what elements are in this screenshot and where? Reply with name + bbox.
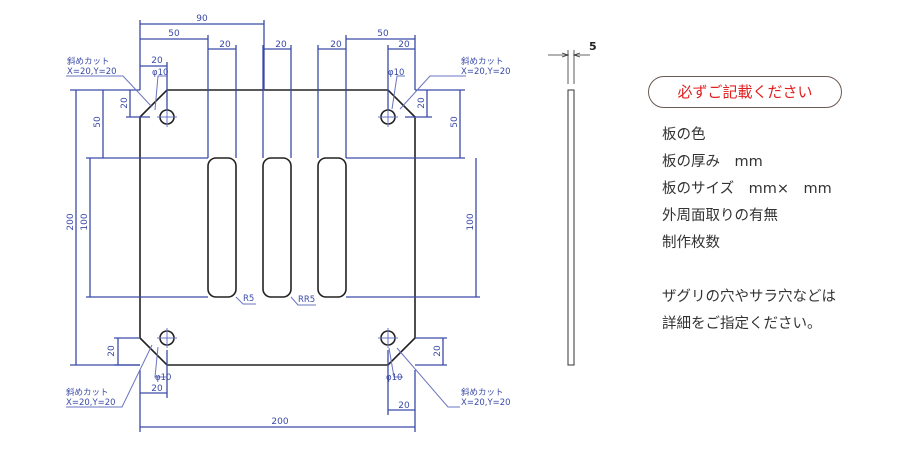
dim-top-50-right: 50 <box>377 29 389 39</box>
slot-2 <box>262 157 292 298</box>
thickness-label: 5 <box>589 40 597 53</box>
dim-left-20-bottom: 20 <box>107 345 117 357</box>
svg-text:斜めカット: 斜めカット <box>66 387 109 398</box>
side-view: 5 <box>548 40 597 366</box>
dim-top-20-slot1: 20 <box>219 40 231 50</box>
svg-text:X=20,Y=20: X=20,Y=20 <box>67 67 117 77</box>
item-thickness: 板の厚み mm <box>662 154 763 170</box>
dim-left-200: 200 <box>66 213 76 230</box>
dim-left-100: 100 <box>80 213 90 230</box>
radius-label-1: R5 <box>243 294 254 304</box>
dim-top-90: 90 <box>196 14 208 24</box>
chamfer-note-bottom-right: 斜めカット X=20,Y=20 <box>461 387 511 408</box>
dim-right-20-bottom: 20 <box>433 345 443 357</box>
dim-top-20-slot2: 20 <box>275 40 287 50</box>
svg-text:X=20,Y=20: X=20,Y=20 <box>461 398 511 408</box>
dim-left-50: 50 <box>93 116 103 128</box>
slot-1 <box>207 157 237 298</box>
svg-text:斜めカット: 斜めカット <box>461 56 504 67</box>
dim-bottom-20-left: 20 <box>151 384 163 394</box>
hole-label-top-right: φ10 <box>388 68 404 78</box>
item-size: 板のサイズ mm× mm <box>662 181 832 197</box>
item-color: 板の色 <box>662 127 706 143</box>
chamfer-note-bottom-left: 斜めカット X=20,Y=20 <box>66 387 116 408</box>
chamfer-note-top-left: 斜めカット X=20,Y=20 <box>67 56 117 77</box>
svg-text:斜めカット: 斜めカット <box>461 387 504 398</box>
radius-label-2: RR5 <box>298 295 315 305</box>
hole-label-bottom-right: φ10 <box>386 373 402 383</box>
mounting-holes <box>157 107 398 348</box>
dim-top-50-left: 50 <box>168 29 180 39</box>
dim-top-20-hole-left: 20 <box>151 56 163 66</box>
svg-text:X=20,Y=20: X=20,Y=20 <box>461 67 511 77</box>
dim-right-100: 100 <box>466 213 476 230</box>
svg-text:X=20,Y=20: X=20,Y=20 <box>66 398 116 408</box>
dim-bottom-200: 200 <box>271 417 288 427</box>
dim-bottom-20-right: 20 <box>398 401 410 411</box>
item-quantity: 制作枚数 <box>662 235 720 251</box>
plate-outline <box>139 89 416 366</box>
dim-left-20: 20 <box>120 97 130 109</box>
svg-text:斜めカット: 斜めカット <box>67 56 110 67</box>
note-line-1: ザグリの穴やサラ穴などは <box>662 289 836 305</box>
dim-right-20: 20 <box>417 97 427 109</box>
info-panel: 板の色 板の厚み mm 板のサイズ mm× mm 外周面取りの有無 制作枚数 ザ… <box>662 122 836 338</box>
hole-label-top-left: φ10 <box>152 68 168 78</box>
hole-label-bottom-left: φ10 <box>155 373 171 383</box>
notice-badge: 必ずご記載ください <box>648 76 842 108</box>
leader-lines <box>66 75 466 408</box>
dimension-lines <box>70 20 480 432</box>
chamfer-note-top-right: 斜めカット X=20,Y=20 <box>461 56 511 77</box>
note-line-2: 詳細をご指定ください。 <box>662 316 822 332</box>
dim-top-20-hole-right: 20 <box>398 40 410 50</box>
dim-right-50: 50 <box>450 116 460 128</box>
slot-3 <box>317 157 347 298</box>
item-chamfer: 外周面取りの有無 <box>662 208 778 224</box>
dim-top-20-slot3: 20 <box>330 40 342 50</box>
slots <box>207 157 347 298</box>
